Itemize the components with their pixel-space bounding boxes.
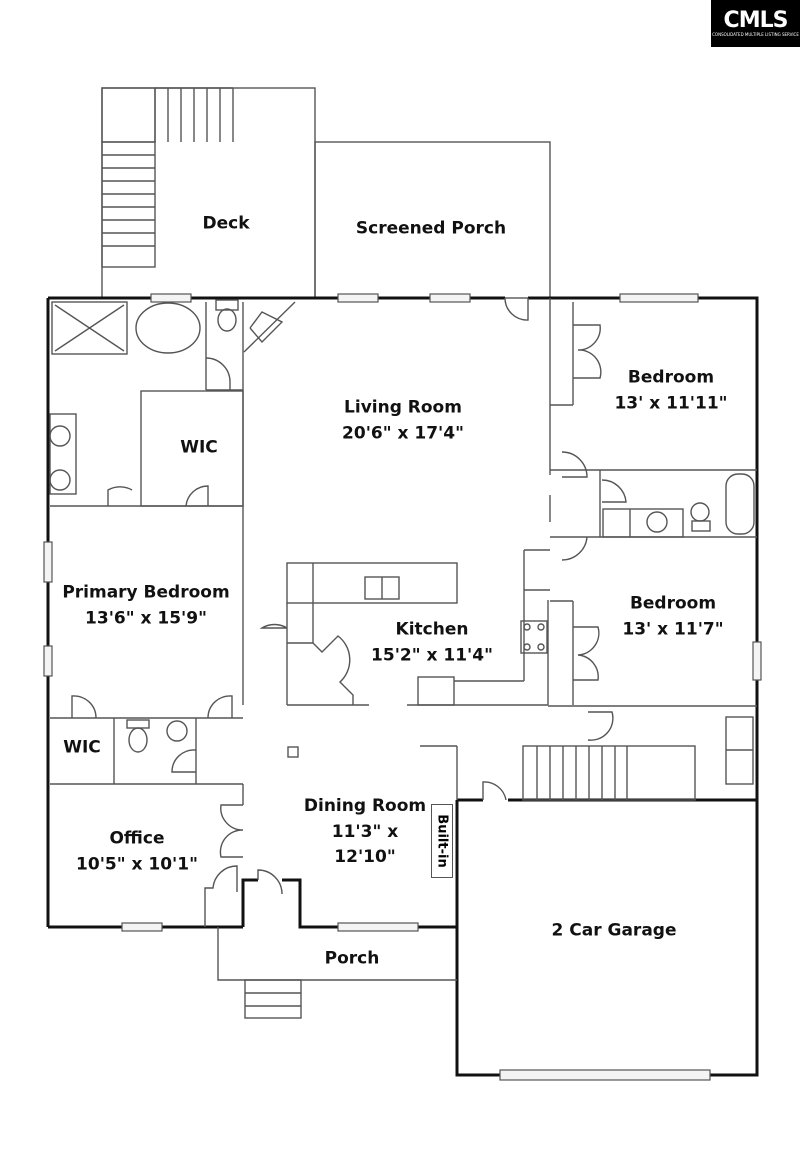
- room-dims: 20'6" x 17'4": [342, 423, 464, 443]
- room-dims: 10'5" x 10'1": [76, 854, 198, 874]
- room-name: Porch: [324, 948, 380, 969]
- windows: [43, 293, 762, 1081]
- room-name: 2 Car Garage: [551, 920, 677, 941]
- column-marker: [287, 746, 299, 758]
- room-label-living-room: Living Room 20'6" x 17'4": [342, 396, 464, 447]
- stove-icon: [520, 620, 548, 654]
- logo-text: CMLS: [723, 8, 789, 33]
- room-dims: 13' x 11'7": [622, 619, 724, 639]
- cmls-logo: CMLS CONSOLIDATED MULTIPLE LISTING SERVI…: [711, 0, 800, 47]
- room-name: Bedroom: [627, 367, 715, 388]
- room-label-wic-primary: WIC: [180, 435, 218, 461]
- built-in-cabinet: Built-in: [431, 804, 453, 878]
- room-dims: 15'2" x 11'4": [371, 645, 493, 665]
- room-label-screened-porch: Screened Porch: [356, 216, 506, 242]
- fireplace: [243, 301, 296, 353]
- room-name: Kitchen: [395, 619, 469, 640]
- room-dims: 11'3" x: [331, 821, 399, 842]
- room-label-bedroom-1: Bedroom 13' x 11'11": [614, 366, 727, 417]
- room-label-porch: Porch: [325, 946, 380, 972]
- wic-primary-closet: [140, 390, 244, 507]
- room-name: Living Room: [344, 397, 462, 418]
- stairs-laundry: [420, 711, 754, 801]
- exterior-walls: [46, 296, 759, 1077]
- room-name: Screened Porch: [355, 218, 507, 239]
- room-name: Dining Room: [303, 795, 427, 816]
- room-label-garage: 2 Car Garage: [552, 918, 677, 944]
- logo-subtext: CONSOLIDATED MULTIPLE LISTING SERVICE: [712, 32, 799, 37]
- primary-bath: [49, 299, 244, 705]
- room-dims: 13'6" x 15'9": [85, 608, 207, 628]
- built-in-label: Built-in: [434, 814, 450, 868]
- deck-stairs-side: [101, 141, 156, 268]
- kitchen-cabinets: [259, 549, 550, 706]
- room-label-wic-2: WIC: [63, 735, 101, 761]
- office-doors: [204, 804, 283, 927]
- room-label-bedroom-2: Bedroom 13' x 11'7": [622, 592, 723, 643]
- room-label-deck: Deck: [202, 211, 249, 237]
- bedroom-1-walls: [504, 297, 757, 561]
- room-label-dining-room: Dining Room 11'3" x 12'10": [304, 794, 426, 871]
- room-name: WIC: [180, 437, 218, 458]
- bedroom-2-walls: [548, 600, 757, 707]
- front-porch: [217, 927, 457, 1019]
- room-label-kitchen: Kitchen 15'2" x 11'4": [371, 618, 493, 669]
- room-dims: 13' x 11'11": [614, 393, 728, 413]
- room-label-office: Office 10'5" x 10'1": [76, 827, 198, 878]
- deck-area: [101, 87, 316, 299]
- primary-lower: [50, 695, 244, 805]
- deck-stairs-top: [154, 87, 234, 142]
- room-name: Deck: [202, 213, 250, 234]
- room-name: Office: [109, 828, 165, 849]
- room-name: Bedroom: [629, 593, 717, 614]
- room-name: Primary Bedroom: [62, 582, 230, 603]
- room-name: WIC: [63, 737, 101, 758]
- room-label-primary-bedroom: Primary Bedroom 13'6" x 15'9": [62, 581, 229, 632]
- room-dims: 12'10": [334, 846, 396, 867]
